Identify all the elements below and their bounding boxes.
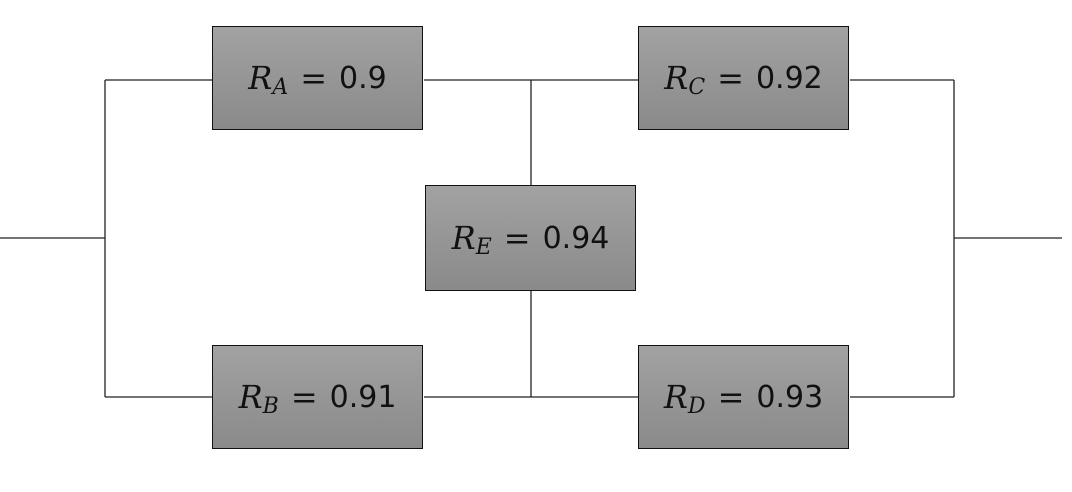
subscript: E [475, 234, 492, 260]
equals: = [300, 59, 328, 97]
value: 0.92 [755, 60, 823, 96]
equals: = [717, 59, 744, 97]
symbol: R [663, 378, 688, 416]
symbol: R [238, 378, 263, 416]
equals: = [717, 378, 745, 416]
subscript: C [688, 74, 706, 100]
symbol: R [451, 219, 476, 257]
value: 0.93 [756, 379, 824, 415]
symbol: R [664, 59, 689, 97]
equals: = [290, 378, 318, 416]
value: 0.9 [339, 60, 387, 96]
value: 0.91 [329, 379, 397, 415]
subscript: D [687, 393, 706, 419]
value: 0.94 [542, 220, 610, 256]
symbol: R [248, 59, 273, 97]
subscript: B [262, 393, 279, 419]
equals: = [503, 219, 531, 257]
subscript: A [272, 74, 289, 100]
